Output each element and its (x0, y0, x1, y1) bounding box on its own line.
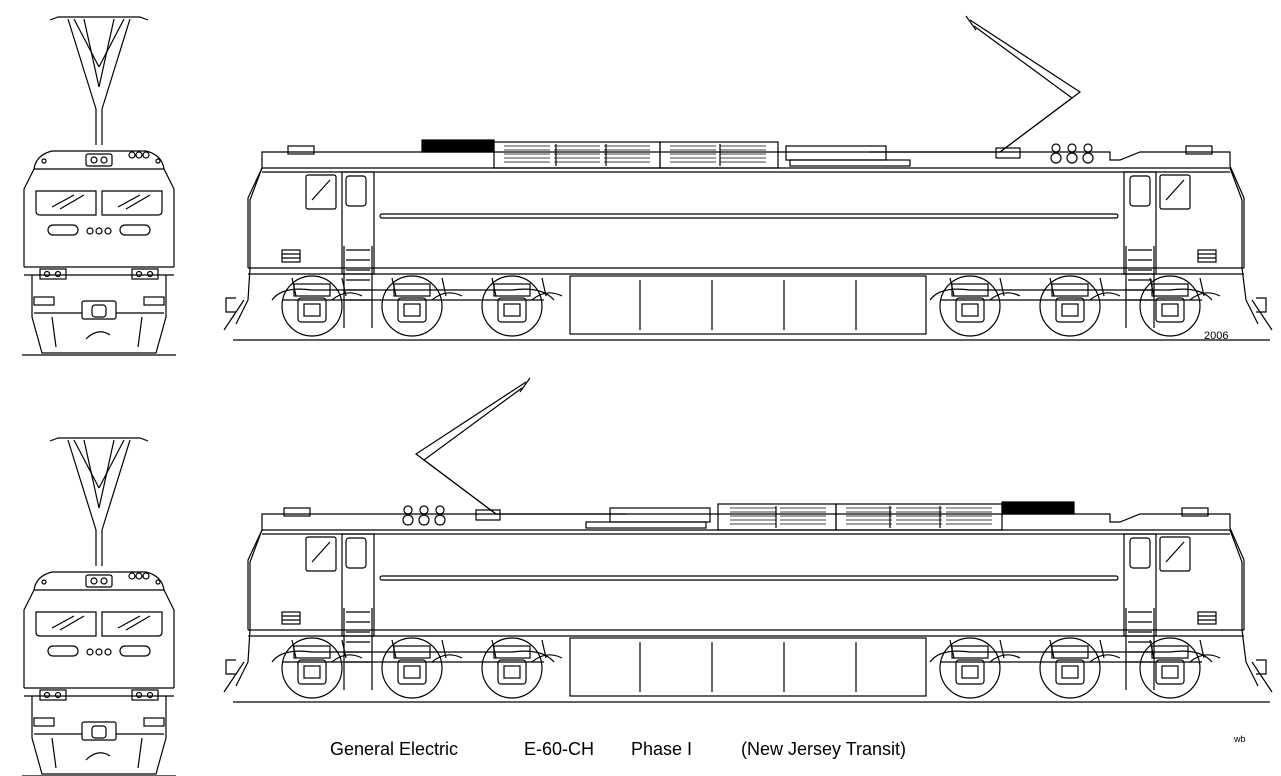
caption-maker: General Electric (330, 739, 459, 759)
end-view-top (22, 16, 176, 356)
side-view-top (223, 15, 1273, 341)
artist-signature: wb (1234, 734, 1246, 744)
caption-phase: Phase I (631, 739, 693, 759)
caption-model: E-60-CH (524, 739, 595, 759)
roof-equipment (287, 15, 1213, 169)
side-view-bottom (223, 377, 1273, 703)
drawing-year: 2006 (1204, 330, 1229, 342)
roof-equipment (283, 377, 1209, 531)
caption-owner: (New Jersey Transit) (741, 739, 907, 759)
end-view-bottom (22, 437, 176, 776)
